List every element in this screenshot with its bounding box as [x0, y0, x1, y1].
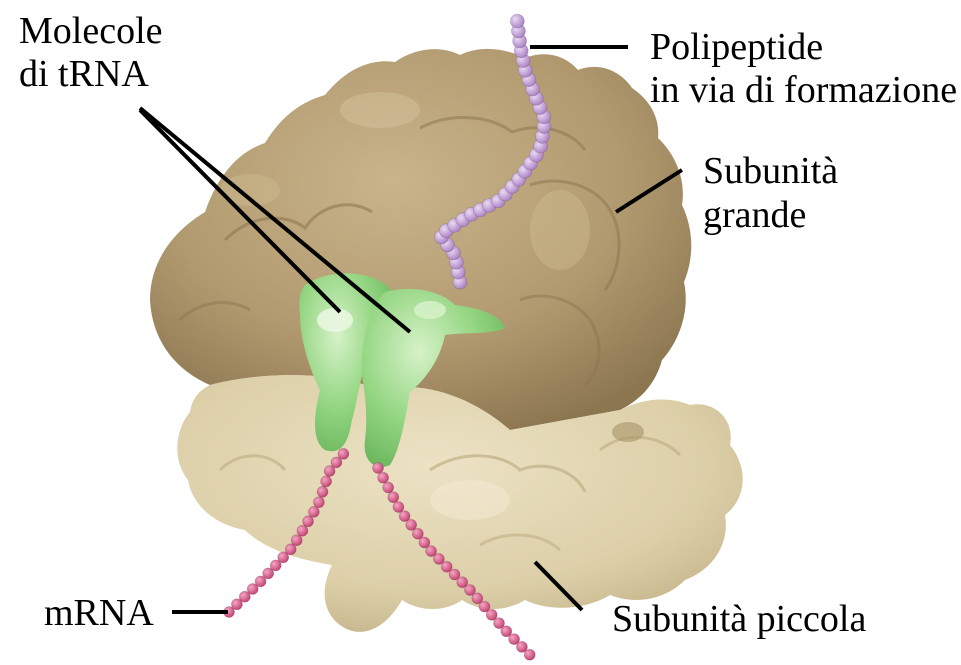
- mrna-bead-right-22: [524, 649, 535, 660]
- mrna-bead-left-18: [338, 448, 349, 459]
- mrna-bead-left-15: [321, 476, 332, 487]
- label-trna-line2: di tRNA: [19, 53, 149, 96]
- large-subunit-highlight-1: [340, 92, 420, 128]
- label-polypeptide-line1: Polipeptide: [650, 26, 823, 69]
- label-mrna: mRNA: [44, 592, 154, 635]
- label-large-subunit-line2: grande: [703, 194, 806, 237]
- large-subunit-highlight-2: [530, 190, 590, 270]
- trna-right-highlight: [414, 301, 446, 319]
- small-subunit-highlight: [430, 480, 510, 520]
- mrna-bead-right-1: [378, 472, 389, 483]
- mrna-bead-right-2: [383, 482, 394, 493]
- mrna-bead-left-12: [308, 506, 319, 517]
- label-large-subunit-line1: Subunità: [703, 150, 838, 193]
- small-subunit-pocket: [612, 422, 644, 442]
- label-trna-line1: Molecole: [19, 10, 163, 53]
- mrna-bead-right-3: [388, 492, 399, 503]
- label-small-subunit: Subunità piccola: [612, 598, 866, 641]
- mrna-bead-left-14: [317, 486, 328, 497]
- trna-left-highlight: [317, 308, 353, 332]
- polypeptide-bead-32: [510, 14, 524, 28]
- mrna-bead-left-9: [291, 535, 302, 546]
- label-polypeptide-line2: in via di formazione: [650, 69, 957, 112]
- small-subunit: [177, 375, 742, 632]
- mrna-bead-left-13: [313, 497, 324, 508]
- mrna-bead-right-0: [373, 463, 384, 474]
